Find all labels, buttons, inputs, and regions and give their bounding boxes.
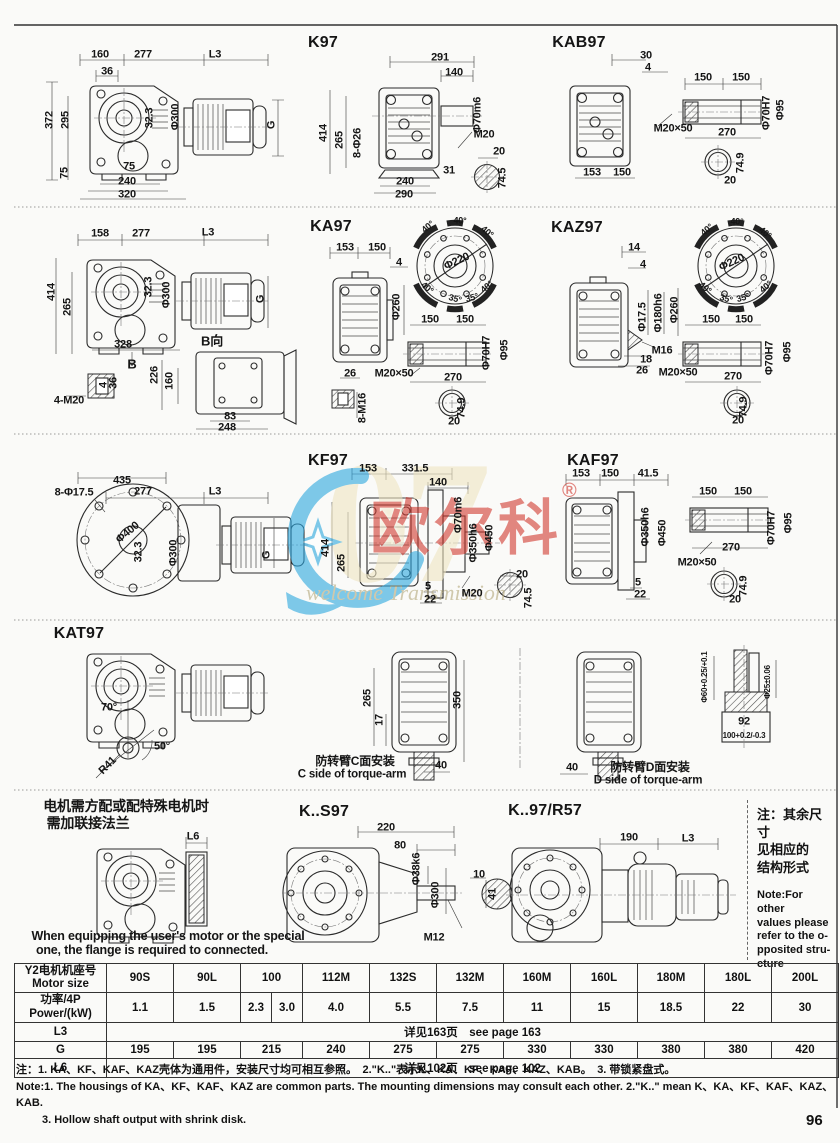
table-row-g: G 195 195 215 240 275 275 330 330 380 38… [14,1040,839,1059]
flange-adapter-drawing [96,837,208,944]
table-cell: G [14,1040,107,1059]
k97-side-view-drawing [46,54,284,200]
table-cell: 132S [369,962,437,994]
table-cell: 18.5 [637,992,705,1023]
table-row-l6: L6 详见102页 see page 102 [14,1057,839,1078]
side-note-en: Note:For other values please refer to th… [757,889,831,970]
table-cell: 200L [771,962,839,994]
side-note-zh: 注：其余尺寸 见相应的 结构形式 [757,807,823,875]
table-cell: 详见163页 see page 163 [106,1021,839,1042]
table-row-power: 功率/4P Power/(kW) 1.1 1.5 2.3 3.0 4.0 5.5… [14,992,839,1023]
table-cell: 195 [106,1040,174,1059]
table-cell: 160M [503,962,571,994]
k97r57-drawing [506,838,736,943]
table-cell: 330 [570,1040,638,1059]
table-cell: 22 [704,992,772,1023]
table-cell: 3.0 [271,992,303,1023]
kf97-side-view-drawing [76,472,311,597]
table-cell: 30 [771,992,839,1023]
table-cell: 1.5 [173,992,241,1023]
ks97-drawing [282,826,513,943]
torque-arm-d-side-drawing [519,648,642,781]
table-cell: 11 [503,992,571,1023]
table-cell: 275 [369,1040,437,1059]
table-cell: L6 [14,1057,107,1078]
table-cell: 180M [637,962,705,994]
table-cell: 90L [173,962,241,994]
page-number: 96 [806,1112,823,1129]
table-cell: 2.3 [240,992,272,1023]
table-cell: 215 [240,1040,303,1059]
kab97-drawing [569,54,767,180]
table-cell: 160L [570,962,638,994]
table-cell: 275 [436,1040,504,1059]
footnotes: 注：1. KA、KF、KAF、KAZ壳体为通用件，安装尺寸均可相互参照。 2."… [16,1062,834,1128]
table-cell: 240 [302,1040,370,1059]
table-cell: 5.5 [369,992,437,1023]
table-cell: 330 [503,1040,571,1059]
table-cell: 132M [436,962,504,994]
ka97-side-view-drawing [55,234,271,367]
footnote-en-line1: Note:1. The housings of KA、KF、KAF、KAZ ar… [16,1080,834,1110]
side-note-box: 注：其余尺寸 见相应的 结构形式 Note:For other values p… [747,800,833,970]
table-cell: 详见102页 see page 102 [106,1057,839,1078]
table-cell: 380 [704,1040,772,1059]
ka97-b-view-drawing [161,349,297,430]
torque-arm-c-side-drawing [373,651,465,781]
footnote-zh: 注：1. KA、KF、KAF、KAZ壳体为通用件，安装尺寸均可相互参照。 2."… [16,1064,676,1076]
table-cell: 380 [637,1040,705,1059]
table-cell: 功率/4P Power/(kW) [14,992,107,1023]
table-cell: L3 [14,1021,107,1042]
table-cell: 7.5 [436,992,504,1023]
table-row-l3: L3 详见163页 see page 163 [14,1021,839,1042]
kf97-front-view-drawing [331,468,527,604]
kat97-drawing [86,653,271,779]
table-cell: 100 [240,962,303,994]
table-cell: 15 [570,992,638,1023]
shrink-disk-drawing [713,645,777,748]
kaz97-front-view-drawing [569,223,775,421]
table-cell: 180L [704,962,772,994]
ka97-front-view-drawing [329,223,494,421]
table-cell: 420 [771,1040,839,1059]
table-cell: 112M [302,962,370,994]
ka97-b-detail-drawing [66,373,115,399]
footnote-en-line2: 3. Hollow shaft output with shrink disk. [42,1113,247,1126]
table-cell: Y2电机机座号 Motor size [14,962,107,994]
table-cell: 1.1 [106,992,174,1023]
dimension-table: Y2电机机座号 Motor size 90S 90L 100 112M 132S… [14,962,839,1078]
table-cell: 4.0 [302,992,370,1023]
table-row-motor-size: Y2电机机座号 Motor size 90S 90L 100 112M 132S… [14,962,839,994]
k97-front-view-drawing [329,56,504,194]
table-cell: 195 [173,1040,241,1059]
table-cell: 90S [106,962,174,994]
kaf97-drawing [565,474,774,602]
